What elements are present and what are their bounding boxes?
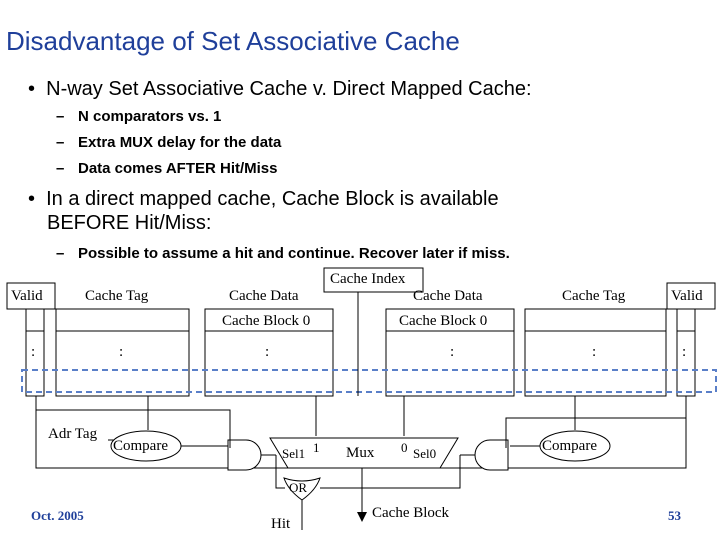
- valid-label-right: Valid: [671, 288, 703, 304]
- sel0-label: Sel0: [413, 446, 437, 461]
- cache-block-output-label: Cache Block: [372, 505, 450, 521]
- selected-set-highlight: [21, 369, 717, 393]
- or-gate: [283, 477, 321, 501]
- mux-label: Mux: [346, 445, 375, 461]
- tag-array-right: [524, 308, 667, 397]
- cache-tag-label-left: Cache Tag: [85, 288, 149, 304]
- bullet-1-text: N-way Set Associative Cache v. Direct Ma…: [46, 78, 532, 100]
- adr-tag-bus: [35, 396, 226, 469]
- sel1-label: Sel1: [282, 446, 306, 461]
- bullet-2-text: In a direct mapped cache, Cache Block is…: [46, 188, 499, 210]
- ellipsis-tag-right: :: [592, 344, 597, 360]
- compare-label-right: Compare: [542, 438, 597, 454]
- adr-tag-label: Adr Tag: [48, 426, 98, 442]
- ellipsis-data-right: :: [450, 344, 455, 360]
- valid-label-box-left: [6, 282, 56, 310]
- or-label: OR: [289, 480, 308, 495]
- sub-bullet-2: –Extra MUX delay for the data: [56, 134, 282, 151]
- hit-label: Hit: [271, 516, 291, 532]
- cache-index-label-box: [323, 267, 424, 293]
- sub-bullet-1: –N comparators vs. 1: [56, 108, 222, 125]
- and-gate-right: [474, 439, 509, 471]
- data-array-left: [204, 308, 334, 397]
- bullet-2-line-2: BEFORE Hit/Miss:: [47, 212, 212, 234]
- tag-array-left: [55, 308, 190, 397]
- sub-bullet-3: –Data comes AFTER Hit/Miss: [56, 160, 278, 177]
- cache-block-label-right: Cache Block 0: [399, 313, 488, 329]
- ellipsis-data-left: :: [265, 344, 270, 360]
- sub-bullet-4-text: Possible to assume a hit and continue. R…: [78, 245, 510, 262]
- cache-block-label-left: Cache Block 0: [222, 313, 311, 329]
- footer-date: Oct. 2005: [31, 508, 84, 523]
- valid-label-box-right: [666, 282, 716, 310]
- cache-index-label: Cache Index: [330, 271, 406, 287]
- sub-bullet-1-text: N comparators vs. 1: [78, 108, 222, 125]
- ellipsis-tag-left: :: [119, 344, 124, 360]
- sel0-value: 0: [401, 440, 408, 455]
- mux-shape: [269, 437, 459, 469]
- sub-bullet-4: –Possible to assume a hit and continue. …: [56, 245, 510, 262]
- and-gate-left: [227, 439, 262, 471]
- compare-label-left: Compare: [113, 438, 168, 454]
- sub-bullet-3-text: Data comes AFTER Hit/Miss: [78, 160, 278, 177]
- ellipsis-valid-left: :: [31, 344, 36, 360]
- bullet-1: • N-way Set Associative Cache v. Direct …: [28, 78, 532, 100]
- sub-bullet-2-text: Extra MUX delay for the data: [78, 134, 282, 151]
- ellipsis-valid-right: :: [682, 344, 687, 360]
- cache-data-label-left: Cache Data: [229, 288, 299, 304]
- data-array-right: [385, 308, 515, 397]
- mux-output-arrow: [357, 512, 367, 522]
- valid-label-left: Valid: [11, 288, 43, 304]
- page-number: 53: [668, 508, 681, 523]
- cache-tag-label-right: Cache Tag: [562, 288, 626, 304]
- bullet-2: • In a direct mapped cache, Cache Block …: [28, 188, 499, 210]
- sel1-value: 1: [313, 440, 320, 455]
- slide-title: Disadvantage of Set Associative Cache: [6, 26, 460, 56]
- cache-data-label-right: Cache Data: [413, 288, 483, 304]
